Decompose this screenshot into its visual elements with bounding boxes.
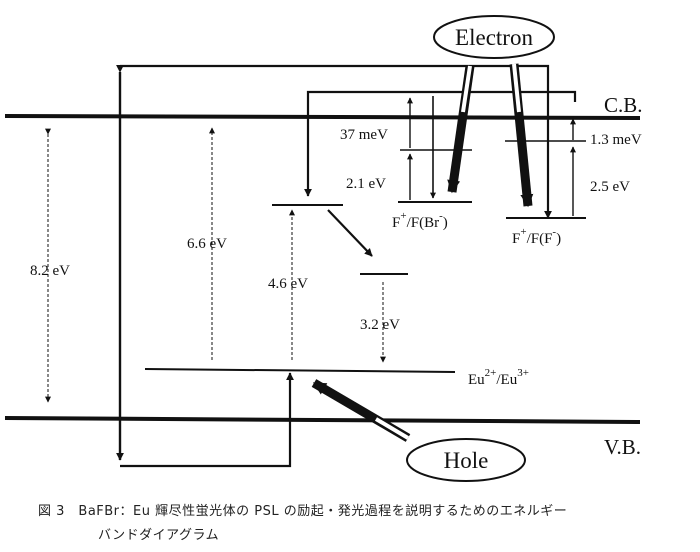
eu-excitation-label: 4.6 eV xyxy=(268,276,308,292)
hole-bubble-label: Hole xyxy=(444,448,489,473)
hole-bubble xyxy=(406,438,526,482)
figure-caption: 図 3 BaFBr：Eu 輝尽性蛍光体の PSL の励起・発光過程を説明するため… xyxy=(38,500,678,548)
f-f-label: F+/F(F-) xyxy=(512,226,561,247)
f-f-transition-label: 2.5 eV xyxy=(590,179,630,195)
electron-bubble xyxy=(433,15,555,59)
conduction-band-line xyxy=(4,114,641,120)
hole-loop-path xyxy=(120,372,294,468)
valence-band-label: V.B. xyxy=(604,435,641,459)
caption-line-1: 図 3 BaFBr：Eu 輝尽性蛍光体の PSL の励起・発光過程を説明するため… xyxy=(38,504,568,519)
f-br-label: F+/F(Br-) xyxy=(392,210,448,231)
excitation-6-6-label: 6.6 eV xyxy=(187,236,227,252)
europium-level xyxy=(144,368,456,373)
europium-level-label: Eu2+/Eu3+ xyxy=(468,367,529,388)
caption-line-2: バンドダイアグラム xyxy=(98,528,220,543)
hole-arrow-highlight xyxy=(374,417,410,440)
electron-arrow-to-f-br-highlight xyxy=(461,65,472,113)
recombination-path xyxy=(304,90,577,197)
relaxation-arrow xyxy=(327,209,373,257)
gap-label: 8.2 eV xyxy=(30,263,70,279)
excitation-loop-path xyxy=(120,64,552,219)
electron-bubble-label: Electron xyxy=(455,25,533,50)
f-br-depth-label: 37 meV xyxy=(340,127,388,143)
eu-emission-label: 3.2 eV xyxy=(360,317,400,333)
valence-band-line xyxy=(4,416,641,424)
conduction-band-label: C.B. xyxy=(604,93,643,117)
electron-arrow-to-f-f-highlight xyxy=(512,63,521,113)
f-f-depth-label: 1.3 meV xyxy=(590,132,642,148)
f-br-transition-label: 2.1 eV xyxy=(346,176,386,192)
